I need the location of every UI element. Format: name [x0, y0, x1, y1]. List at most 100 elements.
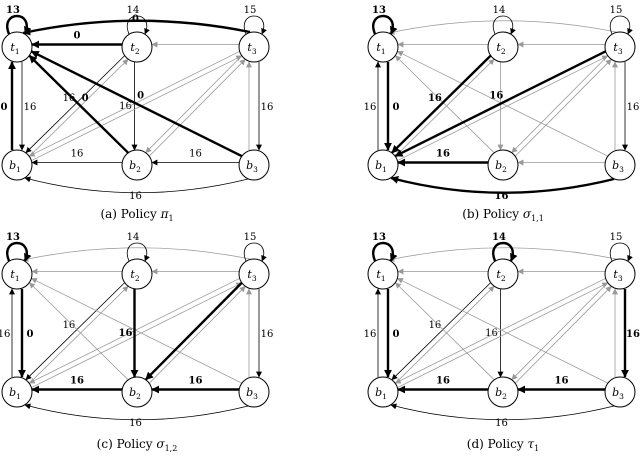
node-b2: b2 [487, 376, 519, 408]
node-circle-b3 [238, 376, 270, 408]
selfloop-t2 [492, 15, 516, 35]
edge-b3-b1 [390, 175, 615, 194]
selfloop-t3 [243, 242, 267, 262]
edge-label-t3-b3: 16 [261, 329, 274, 340]
edge-label-b3-b1: 16 [495, 418, 508, 429]
edge-b3-b1 [24, 403, 249, 421]
node-circle-t1 [1, 258, 33, 290]
selfloop-t3 [609, 242, 633, 262]
selfloop-label-t3: 15 [610, 232, 623, 243]
node-circle-t1 [1, 31, 33, 63]
caption-d: (d) Policy τ1 [467, 437, 539, 453]
edge-label-t1-b1: 0 [27, 329, 34, 340]
selfloop-label-t1: 13 [372, 5, 386, 16]
edge-label-b2-t1: 0 [82, 93, 89, 104]
edge-b3-t1 [30, 50, 243, 158]
edge-b3-b1 [390, 403, 615, 421]
node-label-t3: t3 [247, 268, 256, 283]
edge-b1-t3 [31, 282, 243, 388]
node-label-t1: t1 [376, 268, 385, 283]
node-t1: t1 [1, 31, 33, 63]
edge-t3-b1 [394, 278, 606, 384]
node-label-t2: t2 [130, 268, 139, 283]
selfloop-t1 [372, 241, 398, 262]
node-b3: b3 [604, 376, 636, 408]
node-label-b3: b3 [612, 386, 624, 401]
selfloop-t1 [6, 241, 32, 262]
node-circle-t3 [604, 31, 636, 63]
caption-c: (c) Policy σ1,2 [97, 437, 178, 453]
edge-b1-t2 [29, 285, 129, 384]
node-circle-b1 [1, 149, 33, 181]
node-t3: t3 [604, 258, 636, 290]
edge-label-b1-t1: 0 [1, 102, 8, 113]
node-circle-b1 [367, 376, 399, 408]
edge-label-b3-b2: 16 [189, 376, 203, 387]
edge-b2-t3 [515, 58, 612, 157]
node-b2: b2 [121, 376, 153, 408]
node-circle-t2 [487, 258, 519, 290]
edge-b2-t3 [515, 285, 612, 384]
selfloop-label-t3: 15 [244, 5, 257, 16]
node-label-t3: t3 [613, 41, 622, 56]
edge-label-b1-t1: 16 [0, 329, 10, 340]
node-circle-t3 [238, 258, 270, 290]
node-circle-t2 [487, 31, 519, 63]
edge-label-t1-b1: 16 [24, 102, 37, 113]
edge-t3-b2 [511, 55, 608, 154]
node-circle-b2 [121, 149, 153, 181]
selfloop-label-t2: 14 [127, 232, 140, 243]
edge-t3-b2 [144, 282, 243, 381]
selfloop-label-t2: 14 [493, 5, 506, 16]
node-circle-b2 [121, 376, 153, 408]
edge-label-b2-b1: 16 [436, 376, 450, 387]
node-t3: t3 [238, 31, 270, 63]
edge-t2-b1 [391, 282, 491, 381]
node-circle-b3 [604, 149, 636, 181]
edge-label-t1-b1: 0 [393, 102, 400, 113]
edge-label-b3-b2: 16 [555, 376, 569, 387]
edge-label-b2-b1: 16 [436, 149, 450, 160]
node-b1: b1 [1, 149, 33, 181]
selfloop-t2 [126, 15, 150, 35]
edge-label-t2-t1: 0 [74, 31, 81, 42]
selfloop-label-t1: 13 [6, 232, 20, 243]
node-t3: t3 [604, 31, 636, 63]
selfloop-t2 [126, 242, 150, 262]
node-label-t2: t2 [496, 268, 505, 283]
edge-b1-t3 [31, 55, 243, 161]
caption-a: (a) Policy π1 [100, 207, 173, 223]
node-circle-t1 [367, 258, 399, 290]
node-label-b1: b1 [9, 386, 21, 401]
edge-t3-b2 [511, 282, 608, 381]
edge-b3-t1 [397, 278, 608, 384]
node-label-t1: t1 [10, 41, 19, 56]
selfloop-t1 [6, 14, 32, 35]
node-label-t3: t3 [613, 268, 622, 283]
node-circle-t3 [604, 258, 636, 290]
edge-b2-t1 [29, 282, 129, 380]
edge-label-t2-b2: 16 [119, 328, 133, 339]
edge-b1-t2 [395, 58, 495, 157]
edge-label-b3-b2: 16 [189, 149, 202, 160]
edge-label-t3-b1: 16 [489, 91, 503, 102]
node-label-b1: b1 [375, 159, 387, 174]
node-circle-t2 [121, 258, 153, 290]
node-b2: b2 [487, 149, 519, 181]
edge-b3-b1 [24, 176, 249, 194]
selfloop-t2 [492, 241, 518, 262]
selfloop-label-t3: 15 [244, 232, 257, 243]
node-circle-b1 [1, 376, 33, 408]
edge-label-b3-b1: 16 [129, 418, 142, 429]
edge-label-b1-t1: 16 [364, 329, 377, 340]
node-label-b1: b1 [375, 386, 387, 401]
edge-t3-t1 [388, 247, 617, 262]
node-label-b3: b3 [246, 159, 258, 174]
node-t1: t1 [367, 258, 399, 290]
edge-label-t2-b1: 16 [429, 320, 442, 331]
edge-label-b1-t1: 16 [364, 102, 377, 113]
node-b3: b3 [238, 149, 270, 181]
